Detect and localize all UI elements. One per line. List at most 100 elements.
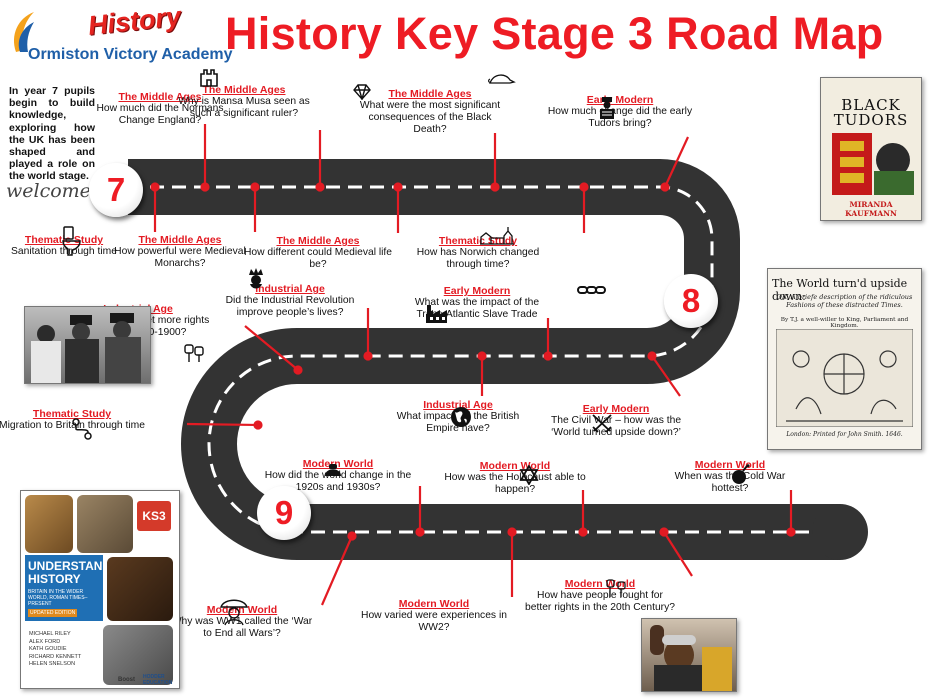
topic-question: How much change did the early Tudors bri…: [547, 106, 693, 129]
author-name: RICHARD KENNETT: [29, 653, 82, 660]
understanding-history-edition: UPDATED EDITION: [28, 609, 78, 617]
topic-road-marker: [660, 182, 670, 192]
topic-connector: [651, 355, 681, 397]
topic-connector: [663, 531, 693, 577]
topic-road-marker: [659, 527, 669, 537]
topic-question: Why was WW1 called the ‘War to End all W…: [171, 616, 313, 639]
crossed-swords-icon: [592, 414, 612, 433]
author-name: MICHAEL RILEY: [29, 631, 71, 637]
topic-category: Thematic Study: [32, 408, 112, 420]
year-9-marker: 9: [257, 486, 311, 540]
topic-category: The Middle Ages: [202, 84, 286, 96]
topic-category: Industrial Age: [423, 399, 493, 411]
understanding-history-publisher: HODDER EDUCATION: [143, 674, 173, 686]
monarch-icon: [249, 268, 263, 289]
woodcut-illustration: [776, 329, 913, 427]
road-center-line: [128, 185, 840, 534]
author-name: HELEN SNELSON: [29, 661, 76, 667]
black-tudors-title: BLACK TUDORS: [833, 96, 909, 129]
topic-road-marker: [579, 182, 589, 192]
road-end-cap: [812, 504, 868, 560]
swoosh-icon: [14, 12, 35, 52]
understanding-history-subtitle: BRITAIN IN THE WIDER WORLD, ROMAN TIMES–…: [28, 589, 88, 607]
topic-question: What were the most significant consequen…: [359, 100, 501, 135]
topic-connector: [244, 325, 299, 371]
topic-category: Modern World: [479, 460, 551, 472]
topic-road-marker: [150, 182, 160, 192]
pamphlet-subtitle: OR, A briefe description of the ridiculo…: [776, 293, 913, 309]
topic-category: Modern World: [302, 458, 374, 470]
topic-question: How was the Holocaust able to happen?: [444, 472, 586, 495]
topic-road-marker: [578, 527, 588, 537]
topic-road-marker: [786, 527, 796, 537]
rat-icon: [488, 74, 516, 84]
topic-question: How different could Medieval life be?: [243, 247, 393, 270]
black-tudors-author: MIRANDA KAUFMANN: [845, 200, 897, 218]
soldier-icon: [220, 599, 248, 626]
page-title: History Key Stage 3 Road Map: [225, 8, 884, 59]
topic-question: How have people fought for better rights…: [525, 590, 675, 613]
topic-category: Modern World: [564, 578, 636, 590]
cathedral-icon: [480, 227, 514, 245]
migration-photograph: [24, 306, 151, 384]
topic-category: The Middle Ages: [118, 91, 202, 103]
topic-road-marker: [200, 182, 210, 192]
pamphlet-title: The World turn'd upside down:: [772, 277, 908, 303]
welcome-text: welcome: [6, 180, 91, 202]
ks3-badge: KS3: [137, 501, 171, 531]
topic-connector: [320, 535, 354, 606]
topic-category: Thematic Study: [438, 235, 518, 247]
topic-connector: [186, 422, 259, 427]
topic-road-marker: [347, 531, 357, 541]
civil-rights-photograph: [641, 618, 737, 692]
year-8-marker: 8: [664, 274, 718, 328]
topic-question: Why is Mansa Musa seen as such a signifi…: [178, 96, 310, 119]
diamond-icon: [353, 84, 371, 100]
topic-category: Early Modern: [586, 94, 654, 106]
intro-text: In year 7 pupils begin to build knowledg…: [9, 85, 95, 183]
topic-category: Modern World: [398, 598, 470, 610]
black-tudors-book-cover: BLACK TUDORS MIRANDA KAUFMANN: [820, 77, 922, 221]
topic-category: Modern World: [694, 459, 766, 471]
protest-fists-icon: [606, 579, 626, 597]
toilet-icon: [62, 226, 81, 256]
understanding-history-book-cover: KS3 UNDERSTANDING HISTORY BRITAIN IN THE…: [20, 490, 180, 689]
pamphlet-imprint: London: Printed for John Smith. 1646.: [786, 431, 903, 438]
topic-road-marker: [415, 527, 425, 537]
topic-question: How powerful were Medieval Monarchs?: [114, 246, 246, 269]
star-of-david-icon: [519, 465, 539, 485]
topic-question: Did the Industrial Revolution improve pe…: [225, 295, 355, 318]
world-turned-upside-down-pamphlet: The World turn'd upside down: OR, A brie…: [767, 268, 922, 450]
topic-road-marker: [250, 182, 260, 192]
school-logo: History Ormiston Victory Academy: [0, 0, 233, 68]
topic-question: How varied were experiences in WW2?: [361, 610, 507, 633]
topic-category: Thematic Study: [24, 234, 104, 246]
topic-category: The Middle Ages: [276, 235, 360, 247]
author-name: ALEX FORD: [29, 638, 61, 645]
year-7-marker: 7: [89, 163, 143, 217]
topic-road-marker: [315, 182, 325, 192]
black-tudors-illustration: [828, 133, 914, 195]
topic-category: Industrial Age: [255, 283, 325, 295]
topic-road-marker: [477, 351, 487, 361]
route-icon: [72, 418, 92, 440]
topic-road-marker: [363, 351, 373, 361]
topic-question: How much did the Normans Change England?: [96, 103, 224, 126]
topic-road-marker: [647, 351, 657, 361]
dictator-icon: [325, 464, 341, 476]
topic-question: Sanitation through time: [11, 246, 117, 257]
chain-icon: [577, 286, 606, 294]
